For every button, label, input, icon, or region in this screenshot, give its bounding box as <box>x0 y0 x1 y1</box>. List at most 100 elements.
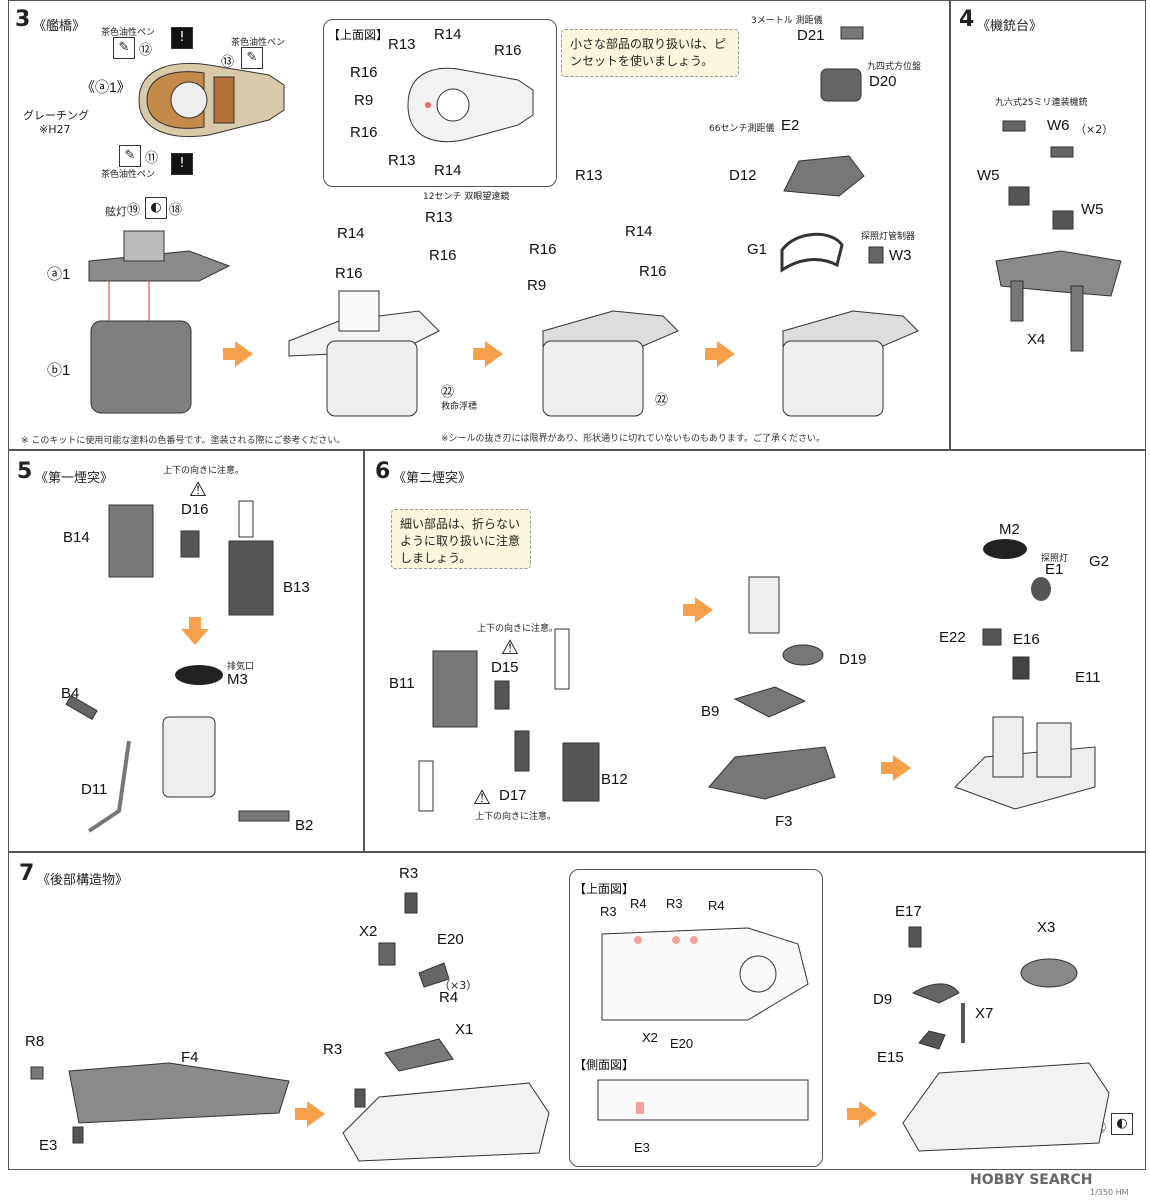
funnel2-step1-drawing <box>708 576 836 800</box>
bridge-step4-drawing <box>782 310 919 417</box>
r4-quantity: （×3） <box>439 979 478 992</box>
label-w6: W6 <box>1047 117 1070 134</box>
next-step-arrow <box>223 341 253 367</box>
label-f4: F4 <box>181 1049 199 1066</box>
label-r14: R14 <box>434 162 462 179</box>
step-number: 4 <box>959 7 975 32</box>
pen-icon: ✎ <box>119 145 141 167</box>
label-d9: D9 <box>873 991 893 1008</box>
label-r4: R4 <box>630 896 647 911</box>
pen-number-11: ⑪ <box>145 150 159 165</box>
label-e20: E20 <box>670 1036 694 1051</box>
label-e2: E2 <box>781 117 800 134</box>
section-7-rear-structure: 7 《後部構造物》 R8 F4 E3 R3 X2 E20 （×3） R4 X1 … <box>8 852 1146 1170</box>
lifebuoy-label: 救命浮標 <box>441 402 478 412</box>
d20-part <box>820 68 862 102</box>
label-22: ㉒ <box>441 384 455 399</box>
label-m3: M3 <box>227 671 248 688</box>
w6-quantity: （×2） <box>1075 123 1114 136</box>
label-22: ㉒ <box>655 392 669 407</box>
view-panel: 【上面図】 R3 R4 R3 R4 X2 E20 【側面図】 E3 <box>569 869 823 1167</box>
funnel1-parts-drawing <box>108 500 274 616</box>
next-step-arrow <box>705 341 735 367</box>
top-view-label: 【上面図】 <box>328 28 389 42</box>
tweezers-callout: 小さな部品の取り扱いは、ピンセットを使いましょう。 <box>561 29 739 77</box>
f4-part-drawing <box>30 1062 290 1144</box>
e2-caption: 66センチ測距儀 <box>709 124 775 134</box>
funnel2-final-drawing <box>954 539 1096 810</box>
label-r13: R13 <box>388 152 416 169</box>
label-d21: D21 <box>797 27 825 44</box>
label-b12: B12 <box>601 771 628 788</box>
label-r16: R16 <box>350 64 378 81</box>
label-r3: R3 <box>323 1041 343 1058</box>
label-r3: R3 <box>666 896 683 911</box>
section-6-second-funnel: 6 《第二煙突》 細い部品は、折らないように取り扱いに注意しましょう。 上下の向… <box>364 450 1146 852</box>
label-b9: B9 <box>701 703 720 720</box>
label-b1: ⓑ1 <box>47 362 71 379</box>
warning-icon: ! <box>171 153 193 175</box>
label-a1: ⓐ1 <box>47 266 71 283</box>
caution-icon: ⚠ <box>501 637 519 659</box>
next-step-arrow <box>683 597 713 623</box>
orientation-caution: 上下の向きに注意。 <box>163 466 245 476</box>
funnel1-assembly-drawing <box>65 665 290 833</box>
label-b2: B2 <box>295 817 314 834</box>
label-g2: G2 <box>1089 553 1110 570</box>
step-title: 《機銃台》 <box>977 19 1043 34</box>
d12-part <box>783 155 865 197</box>
w3-caption: 探照灯管制器 <box>861 232 916 242</box>
label-r14: R14 <box>337 225 365 242</box>
exhaust-caption: 排気口 <box>227 662 255 672</box>
label-e15: E15 <box>877 1049 904 1066</box>
logo-text: HOBBY SEARCH <box>970 1172 1093 1188</box>
label-g1: G1 <box>747 241 768 258</box>
pen-label: 茶色油性ペン <box>231 38 286 48</box>
label-x1: X1 <box>455 1021 474 1038</box>
label-b13: B13 <box>283 579 310 596</box>
w3-part <box>868 246 884 264</box>
label-d16: D16 <box>181 501 209 518</box>
caution-icon: ⚠ <box>189 479 207 501</box>
label-r13: R13 <box>425 209 453 226</box>
section-4-gun-platform: 4 《機銃台》 九六式25ミリ連装機銃 W6 （×2） W5 W5 X4 <box>950 0 1146 450</box>
orientation-caution: 上下の向きに注意。 <box>477 624 559 634</box>
searchlight-caption: 探照灯 <box>1041 554 1069 564</box>
funnel2-parts-drawing <box>418 628 600 812</box>
label-r16: R16 <box>335 265 363 282</box>
label-m2: M2 <box>999 521 1020 538</box>
label-r3: R3 <box>600 904 617 919</box>
label-r14: R14 <box>625 223 653 240</box>
label-w5: W5 <box>1081 201 1104 218</box>
gun-caption: 九六式25ミリ連装機銃 <box>995 98 1088 108</box>
label-w3: W3 <box>889 247 912 264</box>
gun-platform-drawing <box>995 120 1122 352</box>
fragile-callout: 細い部品は、折らないように取り扱いに注意しましょう。 <box>391 509 531 569</box>
decal-icon: ◐ <box>1111 1113 1133 1135</box>
label-d20: D20 <box>869 73 897 90</box>
label-r4: R4 <box>439 989 459 1006</box>
label-e16: E16 <box>1013 631 1040 648</box>
label-d15: D15 <box>491 659 519 676</box>
lamp-label: 舷灯 <box>105 205 127 218</box>
step-number: 7 <box>19 861 35 886</box>
label-r4: R4 <box>708 898 725 913</box>
next-step-arrow <box>295 1101 325 1127</box>
step-title: 《第一煙突》 <box>35 471 114 486</box>
d20-caption: 九四式方位盤 <box>867 62 922 72</box>
label-e3: E3 <box>634 1140 650 1155</box>
decal-icon: ◐ <box>145 197 167 219</box>
bridge-step3-drawing <box>542 310 679 417</box>
bridge-step2-drawing <box>288 290 440 417</box>
footer-code: 1/350 HM <box>1090 1188 1129 1197</box>
label-r16: R16 <box>429 247 457 264</box>
next-step-arrow <box>847 1101 877 1127</box>
label-r16: R16 <box>529 241 557 258</box>
label-r3: R3 <box>399 865 419 882</box>
pen-label: 茶色油性ペン <box>101 28 156 38</box>
label-r16: R16 <box>494 42 522 59</box>
section-5-first-funnel: 5 《第一煙突》 上下の向きに注意。 ⚠ D16 B14 B13 排気口 M3 … <box>8 450 364 852</box>
grating-ref: ※H27 <box>39 123 71 136</box>
top-view-label: 【上面図】 <box>574 882 635 896</box>
label-e1: E1 <box>1045 561 1064 578</box>
